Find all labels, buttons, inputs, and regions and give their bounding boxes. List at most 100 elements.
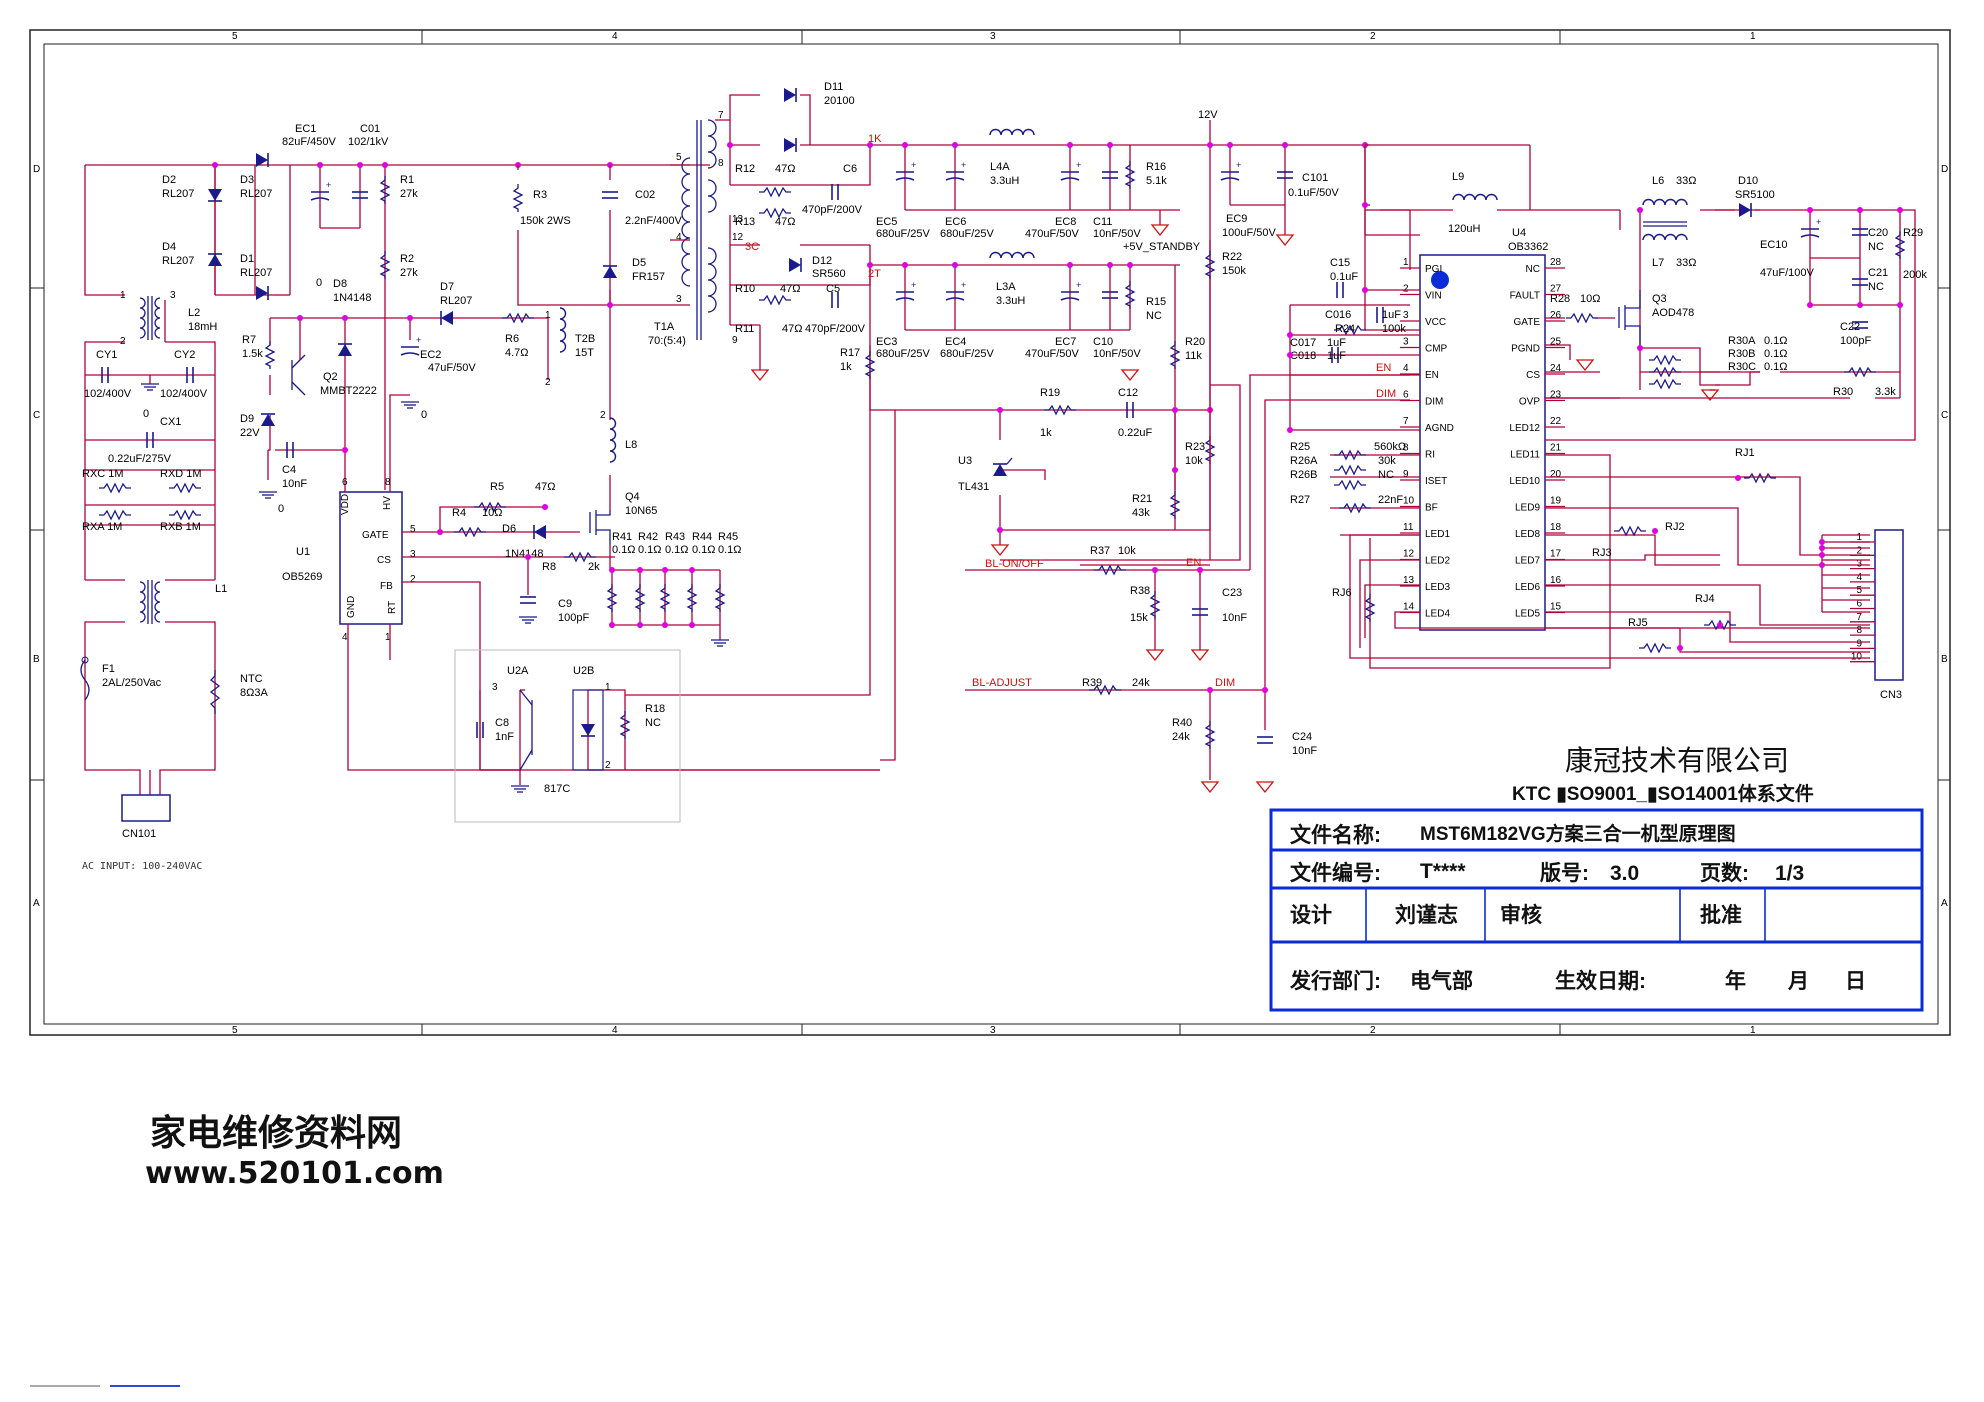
component-label: 3: [676, 294, 682, 305]
pages: 1/3: [1775, 862, 1804, 885]
component-label: 470uF/50V: [1025, 348, 1079, 360]
year: 年: [1725, 969, 1746, 993]
component-label: RJ1: [1735, 447, 1755, 459]
net-en-1: EN: [1186, 557, 1201, 569]
zone-top-3: 3: [990, 31, 996, 42]
u4-left-pin-name: LED2: [1425, 556, 1450, 567]
u4-left-pin-number: 7: [1403, 416, 1409, 427]
u4-right-pin-number: 16: [1550, 575, 1562, 586]
cn3-pin-number: 7: [1856, 612, 1862, 623]
component-label: R30C: [1728, 361, 1756, 373]
component-label: 10k: [1185, 455, 1203, 467]
component-label: 8Ω3A: [240, 687, 268, 699]
component-label: R28: [1550, 293, 1570, 305]
q4-switch: R3 150k 2WS C02 2.2nF/400V D5 FR157 L8 2…: [513, 165, 742, 647]
component-label: CS: [377, 555, 391, 566]
component-label: C15: [1330, 257, 1350, 269]
component-label: 24k: [1172, 731, 1190, 743]
component-label: 47uF/100V: [1760, 267, 1814, 279]
component-label: R15: [1146, 296, 1166, 308]
component-label: RJ2: [1665, 521, 1685, 533]
component-label: C24: [1292, 731, 1312, 743]
component-label: 0: [421, 409, 427, 421]
component-label: 680uF/25V: [940, 348, 994, 360]
component-label: EC8: [1055, 216, 1076, 228]
u4-right-pin-name: LED8: [1515, 529, 1540, 540]
component-label: D10: [1738, 175, 1758, 187]
component-label: L7: [1652, 257, 1664, 269]
u4-left-pin-number: 3: [1403, 337, 1409, 348]
feedback-loop: R17 1k R19 1k C12 0.22uF R20 11k R23 10k…: [624, 145, 1215, 771]
u4-led-driver: U4 OB3362 1PGI2VIN3VCC3CMP4EN6DIM7AGND8R…: [1287, 144, 1620, 631]
u4-left-pin-number: 13: [1403, 575, 1415, 586]
component-label: T2B: [575, 333, 595, 345]
component-label: 0.1Ω: [612, 544, 636, 556]
component-label: 9: [732, 335, 738, 346]
component-label: 82uF/450V: [282, 136, 336, 148]
zone-right-d: D: [1941, 164, 1948, 175]
zone-right-a: A: [1941, 898, 1948, 909]
component-label: 2: [605, 760, 611, 771]
component-label: RJ6: [1332, 587, 1352, 599]
component-label: U1: [296, 546, 310, 558]
u4-right-pin-number: 26: [1550, 310, 1562, 321]
component-label: EC10: [1760, 239, 1788, 251]
component-label: C02: [635, 189, 655, 201]
zone-left-b: B: [33, 654, 40, 665]
component-label: R20: [1185, 336, 1205, 348]
component-label: 150k: [1222, 265, 1246, 277]
component-label: 0.1uF/50V: [1288, 187, 1339, 199]
month: 月: [1787, 970, 1809, 993]
u4-left-pin-name: LED1: [1425, 529, 1450, 540]
component-label: 2AL/250Vac: [102, 677, 162, 689]
u4-right-pin-name: LED12: [1509, 423, 1540, 434]
watermark: 家电维修资料网 www.520101.com: [145, 1113, 444, 1191]
component-label: R25: [1290, 441, 1310, 453]
component-label: RXD 1M: [160, 468, 202, 480]
component-label: C10: [1093, 336, 1113, 348]
t1a-transformer: 5 4 3 7 8 13 12 9 T1A 70:(5:4): [648, 110, 744, 347]
u4-right-pin-name: LED11: [1510, 450, 1540, 461]
component-label: 1: [385, 632, 391, 643]
u4-left-pin-number: 6: [1403, 390, 1409, 401]
component-label: R17: [840, 347, 860, 359]
component-label: R19: [1040, 387, 1060, 399]
u4-left-pin-name: PGI: [1425, 264, 1442, 275]
design-label: 设计: [1290, 904, 1332, 927]
component-label: 10N65: [625, 505, 657, 517]
component-label: 27k: [400, 267, 418, 279]
cn101-connector: [121, 794, 171, 822]
u4-right-pin-number: 28: [1550, 257, 1562, 268]
component-label: R18: [645, 703, 665, 715]
component-label: RXB 1M: [160, 521, 201, 533]
component-label: L4A: [990, 161, 1010, 173]
component-label: C4: [282, 464, 296, 476]
u4-right-pin-number: 23: [1550, 390, 1562, 401]
component-label: GND: [346, 596, 357, 618]
component-label: R41: [612, 531, 632, 543]
net-2t: 2T: [868, 268, 881, 280]
component-label: D9: [240, 413, 254, 425]
component-label: EC6: [945, 216, 966, 228]
component-label: 15k: [1130, 612, 1148, 624]
component-label: 70:(5:4): [648, 335, 686, 347]
net-3c: 3C: [745, 241, 759, 253]
zone-right-c: C: [1941, 410, 1948, 421]
l1-choke: L1: [139, 580, 227, 624]
component-label: C5: [826, 283, 840, 295]
component-label: EC7: [1055, 336, 1076, 348]
u4-right-pin-number: 17: [1550, 549, 1562, 560]
component-label: 1N4148: [333, 292, 372, 304]
u4-right-pin-name: LED5: [1515, 609, 1540, 620]
component-label: 30k: [1378, 455, 1396, 467]
component-label: L6: [1652, 175, 1664, 187]
component-label: T1A: [654, 321, 675, 333]
component-label: L1: [215, 583, 227, 595]
component-label: 120uH: [1448, 223, 1480, 235]
component-label: C12: [1118, 387, 1138, 399]
component-label: RT: [387, 601, 398, 614]
component-label: R30A: [1728, 335, 1756, 347]
component-label: L9: [1452, 171, 1464, 183]
cn3-pin-number: 10: [1851, 652, 1863, 663]
